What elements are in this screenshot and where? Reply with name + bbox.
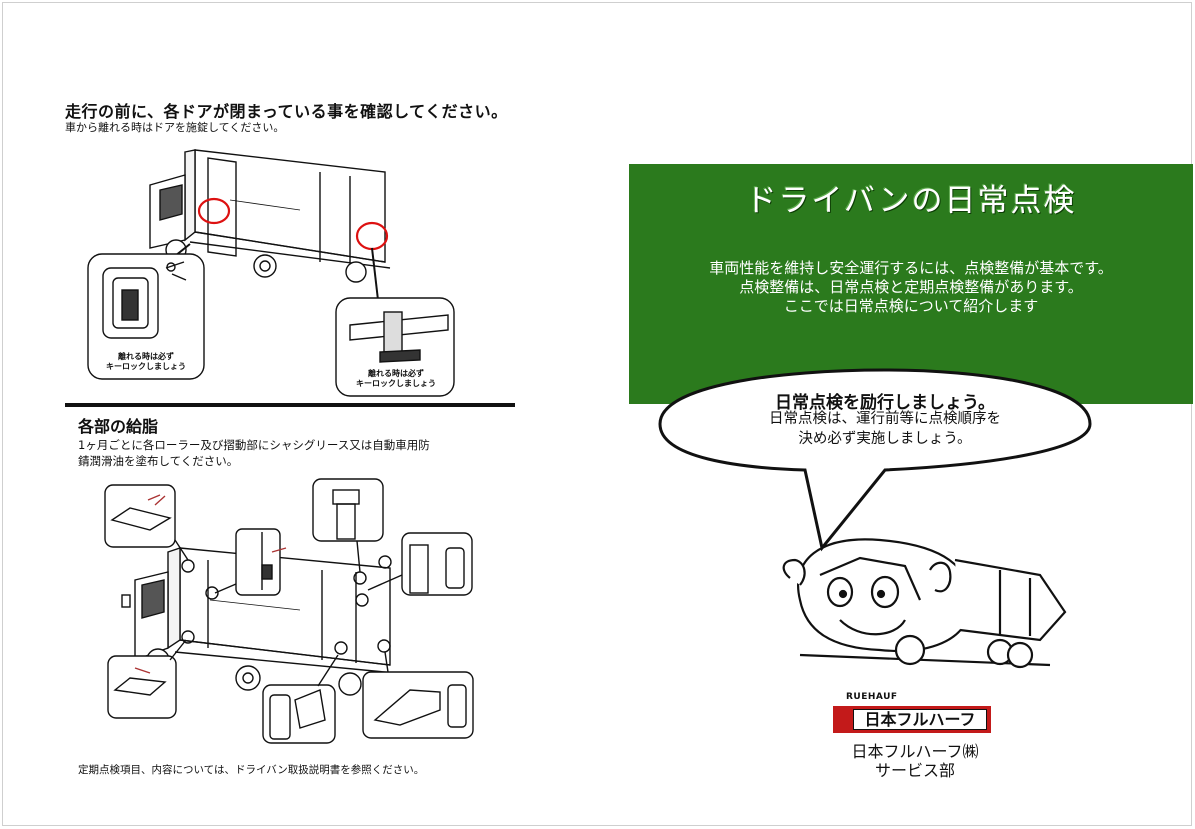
section1-title: 走行の前に、各ドアが閉まっている事を確認してください。 (65, 102, 508, 121)
lock-detail-left (87, 253, 205, 380)
truck-illustration-top (149, 149, 391, 283)
footer-note: 定期点検項目、内容については、ドライバン取扱説明書を参照ください。 (78, 764, 425, 776)
lock-caption-left: 離れる時は必ず キーロックしましょう (106, 352, 186, 371)
truck-illustration-bottom (121, 547, 396, 696)
banner-text: 車両性能を維持し安全運行するには、点検整備が基本です。 点検整備は、日常点検と定… (709, 259, 1113, 315)
section2-title: 各部の給脂 (78, 417, 159, 436)
grease-detail-5 (107, 655, 177, 719)
lock-caption-right: 離れる時は必ず キーロックしましょう (356, 369, 436, 388)
grease-detail-1 (104, 484, 176, 548)
title-banner (629, 164, 1193, 404)
bubble-title: 日常点検を励行しましょう。 (775, 393, 995, 413)
logo-brand-text: 日本フルハーフ (853, 709, 987, 730)
grease-detail-3 (312, 478, 384, 542)
section-divider (65, 403, 515, 407)
logo-small-text: RUEHAUF (846, 692, 898, 702)
callout-circle-left (197, 197, 231, 225)
department-name: サービス部 (874, 761, 955, 780)
bubble-text: 日常点検は、運行前等に点検順序を 決め必ず実施しましょう。 (769, 411, 1001, 447)
company-name: 日本フルハーフ㈱ (851, 742, 979, 761)
banner-title: ドライバンの日常点検 (745, 183, 1077, 219)
grease-detail-7 (362, 671, 474, 739)
section2-body: 1ヶ月ごとに各ローラー及び摺動部にシャシグリース又は自動車用防 錆潤滑油を塗布し… (78, 438, 430, 468)
grease-detail-6 (262, 684, 336, 744)
mascot-truck-illustration (782, 538, 1067, 669)
section1-subtitle: 車から離れる時はドアを施錠してください。 (65, 121, 285, 134)
